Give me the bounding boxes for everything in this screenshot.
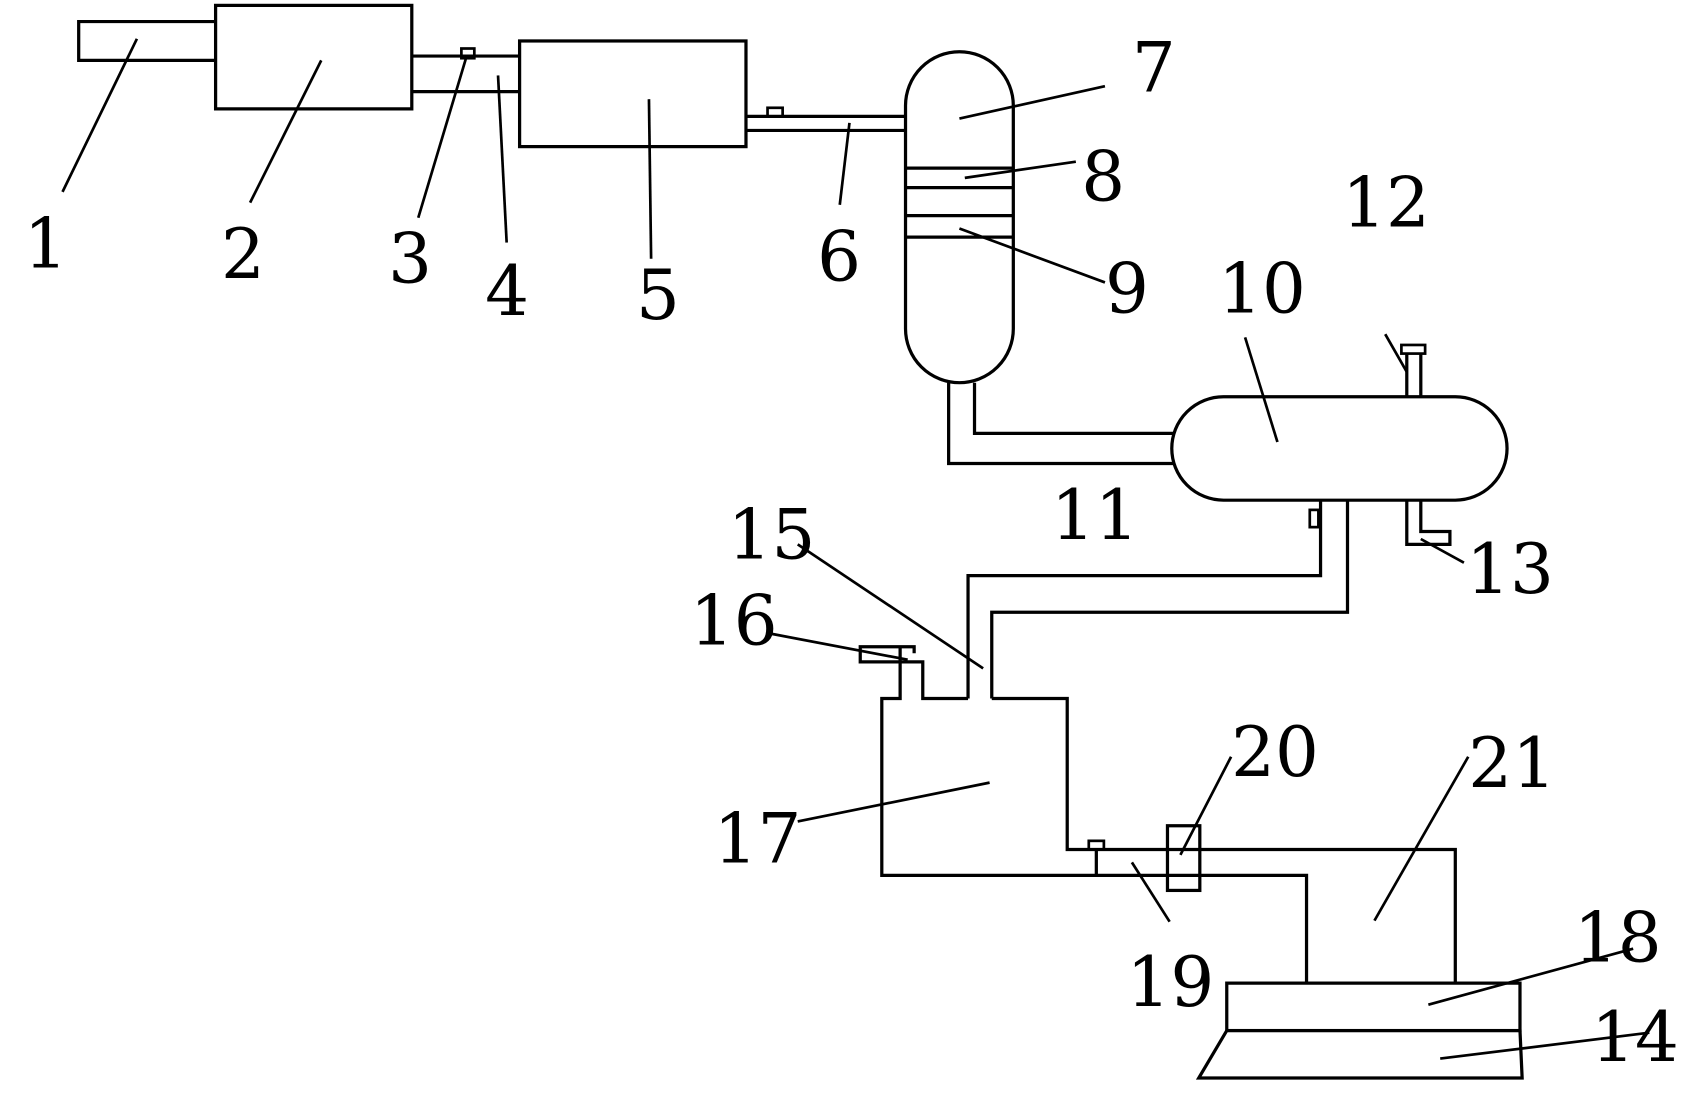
leader-lines [61,38,1650,1060]
valve-3 [460,47,476,60]
label-11: 11 [1051,476,1139,556]
label-19: 19 [1127,943,1215,1023]
tank-17 [858,645,1457,984]
label-1: 1 [24,204,68,284]
label-21: 21 [1468,724,1556,804]
vent-12-cap [1400,343,1427,355]
part-18 [1225,981,1522,1033]
pipe-6 [745,106,906,133]
label-9: 9 [1105,250,1149,330]
label-10: 10 [1218,250,1306,330]
valve-19 [1087,839,1106,851]
number-labels: 1 2 3 4 5 6 7 8 9 10 11 12 13 14 15 16 1… [24,29,1679,1078]
base-18-14 [1195,981,1524,1080]
column-7 [903,50,1015,385]
pipe-4 [411,47,520,94]
part-14 [1195,1028,1524,1080]
pump-20 [1165,824,1202,893]
label-3: 3 [388,219,432,299]
label-16: 16 [690,582,778,662]
label-14: 14 [1591,998,1679,1078]
label-12: 12 [1342,163,1430,243]
label-15: 15 [728,495,816,575]
part-2 [213,3,414,111]
label-5: 5 [636,256,680,336]
label-13: 13 [1466,530,1554,610]
label-17: 17 [714,799,802,879]
label-20: 20 [1231,713,1319,793]
part-1 [77,19,216,62]
label-7: 7 [1132,29,1176,109]
label-4: 4 [485,252,529,332]
valve-15 [1308,508,1320,529]
label-6: 6 [817,217,861,297]
vessel-10 [1170,343,1509,547]
pipe-15 [966,500,1350,699]
pipe-11 [947,382,1176,466]
label-2: 2 [221,215,265,295]
label-18: 18 [1574,899,1662,979]
label-8: 8 [1081,138,1125,218]
valve-6 [766,106,784,118]
part-5 [517,39,748,149]
outlet-13 [1405,500,1452,547]
